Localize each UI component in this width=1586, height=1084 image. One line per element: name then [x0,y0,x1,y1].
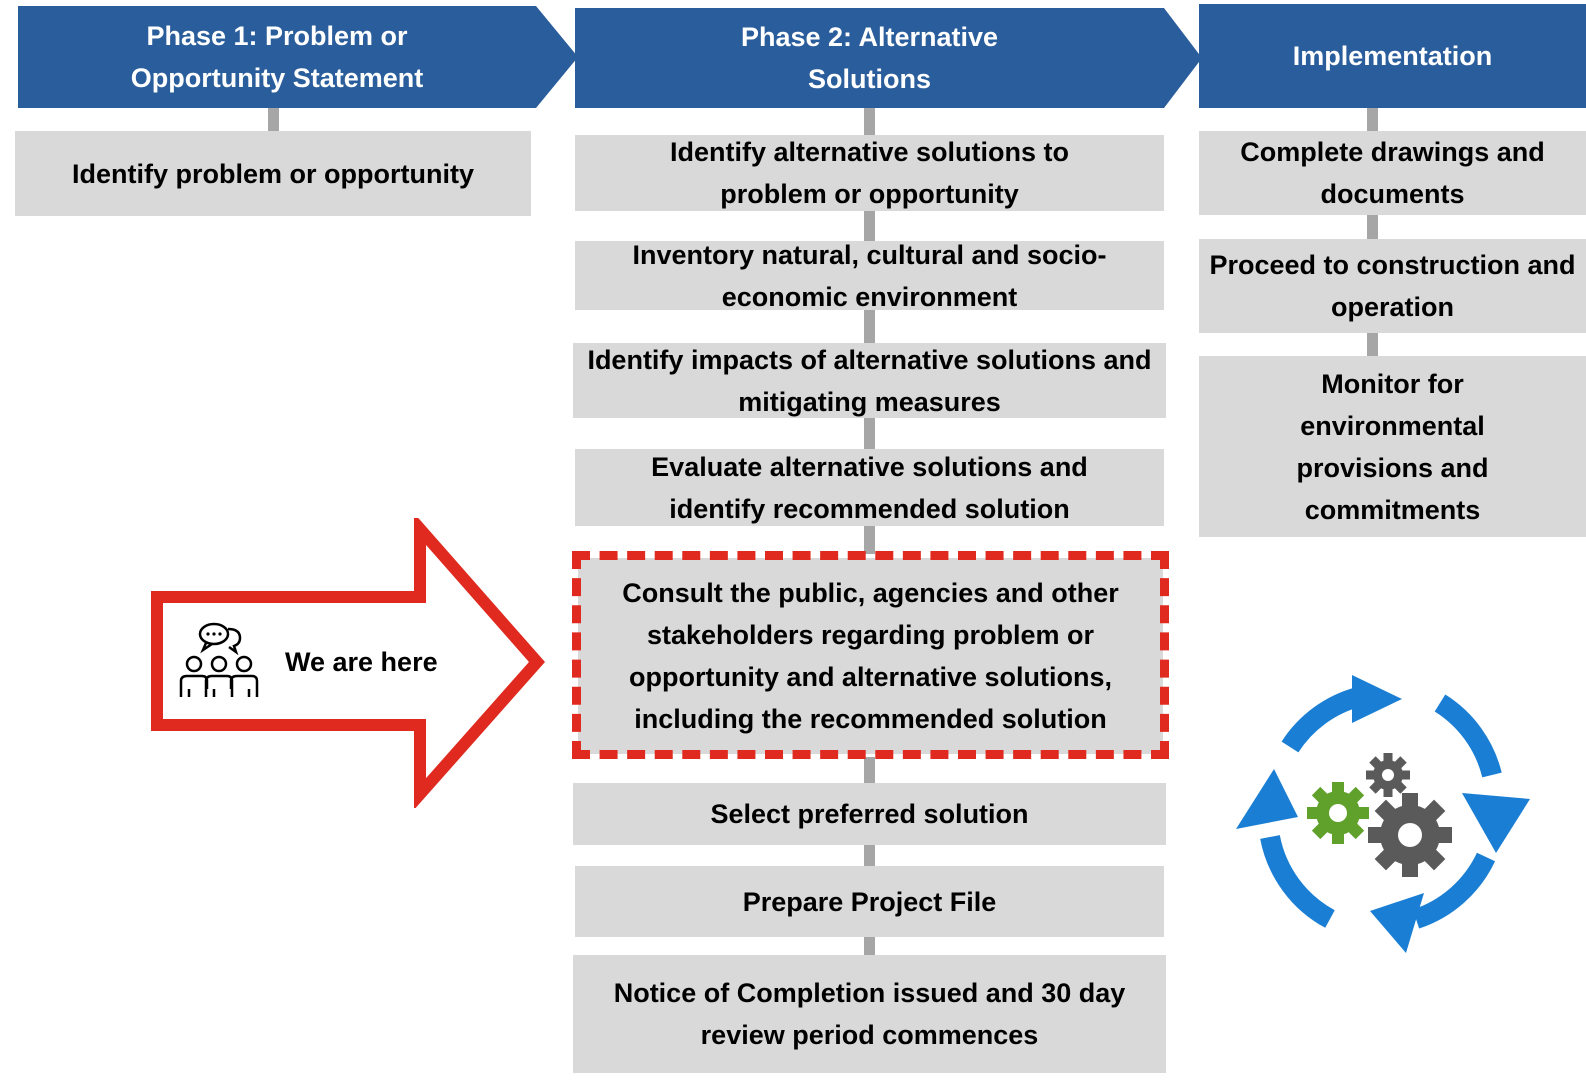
phase2-step-prepare-project-file: Prepare Project File [575,866,1164,937]
phase1-connector [268,108,279,132]
phase2-title: Phase 2: Alternative Solutions [575,8,1164,108]
phase1-title: Phase 1: Problem or Opportunity Statemen… [18,6,536,108]
current-step-highlight [572,551,1169,759]
implementation-connector-1 [1367,108,1378,132]
large-gray-gear-icon [1368,793,1452,877]
implementation-step-monitor: Monitor for environmental provisions and… [1199,356,1586,537]
small-gray-gear-icon [1366,753,1410,797]
implementation-connector-3 [1367,333,1378,356]
we-are-here-label: We are here [285,647,438,677]
green-gear-icon [1307,782,1369,844]
phase2-connector-1 [864,108,875,135]
phase2-step-consult-public: Consult the public, agencies and other s… [578,558,1163,754]
phase2-step-identify-alternatives: Identify alternative solutions to proble… [575,135,1164,211]
phase2-connector-5 [864,526,875,554]
phase2-step-notice-of-completion: Notice of Completion issued and 30 day r… [573,955,1166,1073]
phase2-step-identify-impacts: Identify impacts of alternative solution… [573,343,1166,418]
phase2-step-evaluate-alternatives: Evaluate alternative solutions and ident… [575,449,1164,526]
phase2-connector-3 [864,310,875,343]
phase2-connector-4 [864,418,875,449]
phase2-step-inventory-environment: Inventory natural, cultural and socio-ec… [575,240,1164,312]
implementation-step-drawings: Complete drawings and documents [1199,131,1586,215]
implementation-step-construction: Proceed to construction and operation [1199,239,1586,333]
we-are-here-arrow [151,518,546,808]
implementation-connector-2 [1367,215,1378,239]
phase2-connector-6 [864,757,875,783]
implementation-title: Implementation [1199,4,1586,108]
phase2-step-select-preferred: Select preferred solution [573,783,1166,845]
phase1-step-identify-problem: Identify problem or opportunity [15,131,531,216]
phase2-connector-8 [864,937,875,955]
phase2-connector-7 [864,845,875,866]
phase2-connector-2 [864,211,875,241]
group-discussion-icon [179,622,259,697]
process-cycle-gears-icon [1236,675,1530,953]
